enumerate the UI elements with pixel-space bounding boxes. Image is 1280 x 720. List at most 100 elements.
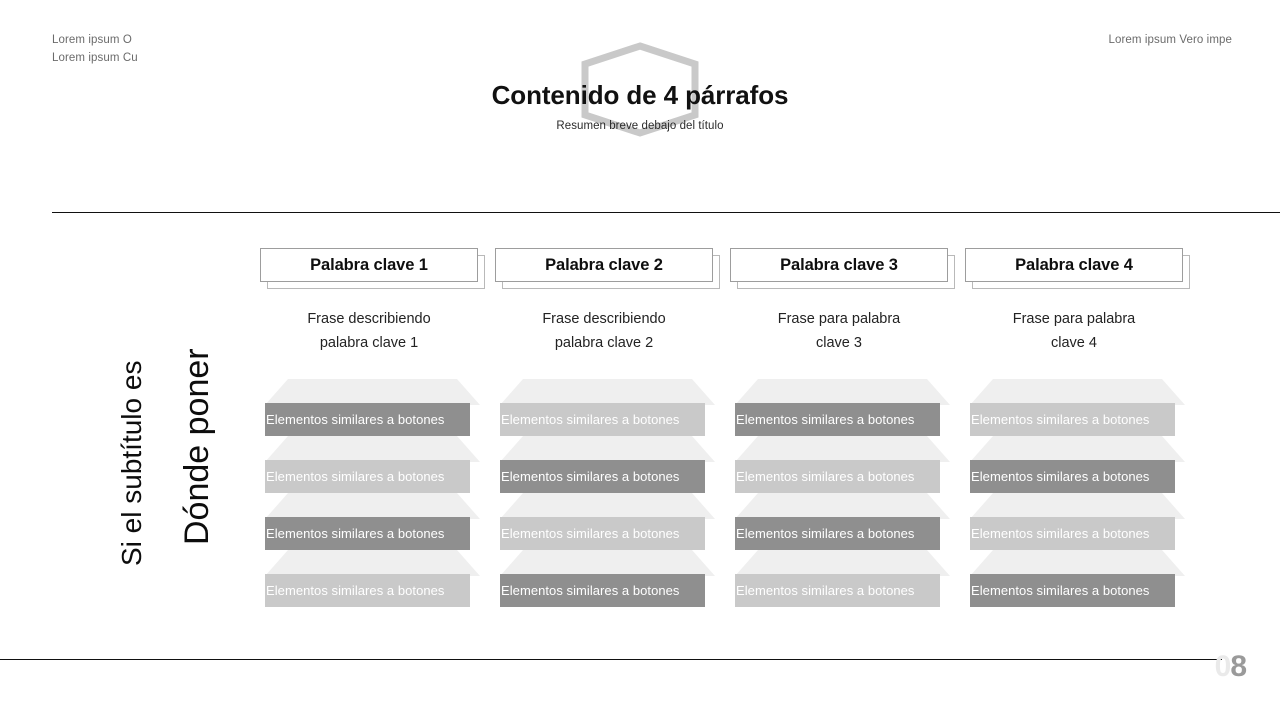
page-number-digit: 8: [1230, 650, 1247, 683]
button-top-face: [725, 436, 960, 462]
phrase-4: Frase para palabra clave 4: [965, 307, 1183, 355]
button-top-face: [960, 550, 1195, 576]
ribbon-face: Palabra clave 4: [965, 248, 1183, 282]
stack-button-label: Elementos similares a botones: [501, 412, 680, 427]
header-meta-left-line2: Lorem ipsum Cu: [52, 51, 138, 64]
button-top-face: [255, 550, 490, 576]
button-front-face: Elementos similares a botones: [500, 574, 705, 607]
button-front-face: Elementos similares a botones: [735, 517, 940, 550]
keyword-ribbon-3[interactable]: Palabra clave 3: [730, 248, 955, 289]
stack-button-label: Elementos similares a botones: [501, 526, 680, 541]
button-top-face: [960, 379, 1195, 405]
button-top-face: [490, 493, 725, 519]
stack-button[interactable]: Elementos similares a botones: [255, 379, 490, 436]
phrase-2-line1: Frase describiendo: [542, 311, 666, 327]
phrase-3-line1: Frase para palabra: [777, 311, 901, 327]
button-front-face: Elementos similares a botones: [265, 517, 470, 550]
phrase-3: Frase para palabra clave 3: [730, 307, 948, 355]
phrase-2: Frase describiendo palabra clave 2: [495, 307, 713, 355]
keyword-label-3: Palabra clave 3: [780, 255, 898, 274]
keyword-ribbon-2[interactable]: Palabra clave 2: [495, 248, 720, 289]
stack-button[interactable]: Elementos similares a botones: [490, 379, 725, 436]
stack-button[interactable]: Elementos similares a botones: [490, 436, 725, 493]
keyword-label-2: Palabra clave 2: [545, 255, 663, 274]
button-stack-2: Elementos similares a botones Elementos …: [490, 379, 725, 607]
column-3: Palabra clave 3 Frase para palabra clave…: [725, 248, 960, 607]
stack-button[interactable]: Elementos similares a botones: [255, 550, 490, 607]
button-top-face: [490, 550, 725, 576]
stack-button[interactable]: Elementos similares a botones: [255, 436, 490, 493]
stack-button-label: Elementos similares a botones: [971, 469, 1150, 484]
stack-button-label: Elementos similares a botones: [736, 526, 915, 541]
button-top-face: [960, 436, 1195, 462]
side-label: Dónde poner Si el subtítulo es: [0, 245, 216, 575]
stack-button-label: Elementos similares a botones: [971, 412, 1150, 427]
phrase-2-line2: palabra clave 2: [554, 335, 654, 351]
button-front-face: Elementos similares a botones: [970, 517, 1175, 550]
page-subtitle: Resumen breve debajo del título: [556, 120, 724, 132]
stack-button-label: Elementos similares a botones: [266, 412, 445, 427]
column-2: Palabra clave 2 Frase describiendo palab…: [490, 248, 725, 607]
stack-button[interactable]: Elementos similares a botones: [490, 550, 725, 607]
button-front-face: Elementos similares a botones: [500, 403, 705, 436]
button-front-face: Elementos similares a botones: [500, 517, 705, 550]
stack-button-label: Elementos similares a botones: [501, 583, 680, 598]
button-top-face: [255, 379, 490, 405]
stack-button-label: Elementos similares a botones: [266, 469, 445, 484]
phrase-1-line1: Frase describiendo: [307, 311, 431, 327]
stack-button[interactable]: Elementos similares a botones: [960, 550, 1195, 607]
stack-button[interactable]: Elementos similares a botones: [725, 550, 960, 607]
button-top-face: [255, 436, 490, 462]
phrase-4-line1: Frase para palabra: [1012, 311, 1136, 327]
divider-bottom: [0, 659, 1222, 660]
button-top-face: [725, 379, 960, 405]
button-top-face: [255, 493, 490, 519]
header-meta-right: Lorem ipsum Vero impe: [1108, 34, 1232, 46]
stack-button-label: Elementos similares a botones: [501, 469, 680, 484]
button-front-face: Elementos similares a botones: [970, 460, 1175, 493]
keyword-ribbon-4[interactable]: Palabra clave 4: [965, 248, 1190, 289]
button-top-face: [490, 436, 725, 462]
stack-button[interactable]: Elementos similares a botones: [725, 436, 960, 493]
keyword-label-1: Palabra clave 1: [310, 255, 428, 274]
button-front-face: Elementos similares a botones: [735, 403, 940, 436]
button-top-face: [960, 493, 1195, 519]
ribbon-face: Palabra clave 1: [260, 248, 478, 282]
button-stack-1: Elementos similares a botones Elementos …: [255, 379, 490, 607]
page-title: Contenido de 4 párrafos: [491, 80, 789, 110]
phrase-1: Frase describiendo palabra clave 1: [260, 307, 478, 355]
stack-button-label: Elementos similares a botones: [736, 469, 915, 484]
button-top-face: [725, 550, 960, 576]
button-front-face: Elementos similares a botones: [265, 403, 470, 436]
header-meta-left: Lorem ipsum O Lorem ipsum Cu: [52, 32, 138, 67]
keyword-label-4: Palabra clave 4: [1015, 255, 1133, 274]
button-top-face: [490, 379, 725, 405]
stack-button-label: Elementos similares a botones: [266, 526, 445, 541]
stack-button[interactable]: Elementos similares a botones: [725, 379, 960, 436]
button-front-face: Elementos similares a botones: [265, 574, 470, 607]
stack-button-label: Elementos similares a botones: [736, 412, 915, 427]
button-front-face: Elementos similares a botones: [500, 460, 705, 493]
stack-button[interactable]: Elementos similares a botones: [725, 493, 960, 550]
phrase-1-line2: palabra clave 1: [319, 335, 419, 351]
stack-button[interactable]: Elementos similares a botones: [960, 436, 1195, 493]
button-front-face: Elementos similares a botones: [735, 460, 940, 493]
button-top-face: [725, 493, 960, 519]
divider-top: [52, 212, 1280, 213]
column-4: Palabra clave 4 Frase para palabra clave…: [960, 248, 1195, 607]
button-front-face: Elementos similares a botones: [970, 403, 1175, 436]
stack-button[interactable]: Elementos similares a botones: [255, 493, 490, 550]
keyword-ribbon-1[interactable]: Palabra clave 1: [260, 248, 485, 289]
ribbon-face: Palabra clave 3: [730, 248, 948, 282]
button-stack-4: Elementos similares a botones Elementos …: [960, 379, 1195, 607]
stack-button-label: Elementos similares a botones: [971, 526, 1150, 541]
button-front-face: Elementos similares a botones: [265, 460, 470, 493]
side-label-line1: Dónde poner: [178, 348, 216, 545]
header-meta-left-line1: Lorem ipsum O: [52, 34, 132, 46]
page-number: 08: [1215, 650, 1247, 684]
title-block: Contenido de 4 párrafos: [0, 36, 1280, 137]
stack-button[interactable]: Elementos similares a botones: [960, 379, 1195, 436]
stack-button[interactable]: Elementos similares a botones: [490, 493, 725, 550]
stack-button[interactable]: Elementos similares a botones: [960, 493, 1195, 550]
